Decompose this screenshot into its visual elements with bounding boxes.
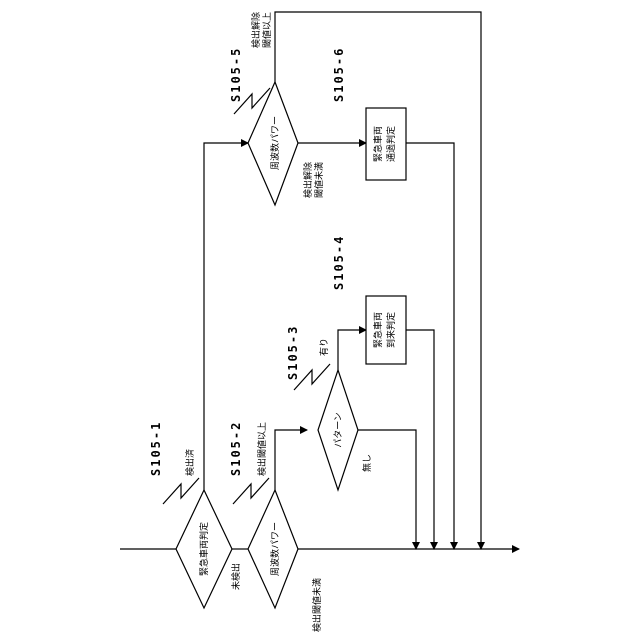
- s105-1-label: S105-1: [149, 421, 163, 476]
- s105-5-label: S105-5: [229, 47, 243, 102]
- s105-5-no-label-line2: 閾値未満: [313, 162, 325, 198]
- s105-2-label: S105-2: [229, 421, 243, 476]
- s105-1-leader: [163, 478, 199, 504]
- s105-4-text-line2: 到来判定: [385, 312, 397, 348]
- s105-2-yes-label: 検出閾値以上: [256, 422, 268, 476]
- s105-5-no-label-line1: 検出解除: [302, 162, 314, 198]
- s6-out-line: [406, 143, 454, 549]
- s105-3-no-label: 無し: [361, 454, 373, 472]
- s4-out-line: [406, 330, 434, 549]
- s5-above-line: [275, 12, 481, 549]
- s105-4-text-line1: 緊急車両: [372, 312, 384, 348]
- s105-1-text: 緊急車両判定: [198, 522, 210, 576]
- s105-6-text-line2: 通過判定: [385, 126, 397, 162]
- s105-4-process: [366, 296, 406, 364]
- connectors: [120, 12, 519, 549]
- s2-above-line: [275, 430, 307, 490]
- s3-no-line: [358, 430, 416, 549]
- s105-3-yes-label: 有り: [318, 338, 330, 356]
- s105-3-text: パターン: [333, 412, 344, 448]
- s105-5-yes-label-line2: 閾値以上: [261, 12, 273, 48]
- step-leaders: [163, 88, 330, 504]
- s105-5-yes-label-line1: 検出解除: [250, 12, 262, 48]
- s105-6-process: [366, 108, 406, 180]
- s105-1-no-label: 未検出: [230, 563, 242, 590]
- s105-6-text-line1: 緊急車両: [372, 126, 384, 162]
- s105-3-label: S105-3: [286, 325, 300, 380]
- s105-2-no-label: 検出閾値未満: [311, 578, 323, 632]
- s105-2-text: 周波数パワー: [269, 522, 281, 576]
- s105-2-leader: [233, 478, 269, 504]
- s105-6-label: S105-6: [332, 47, 346, 102]
- s105-1-yes-label: 検出済: [184, 449, 196, 476]
- s105-4-label: S105-4: [332, 235, 346, 290]
- s105-5-text: 周波数パワー: [269, 116, 281, 170]
- s3-yes-line: [338, 330, 366, 370]
